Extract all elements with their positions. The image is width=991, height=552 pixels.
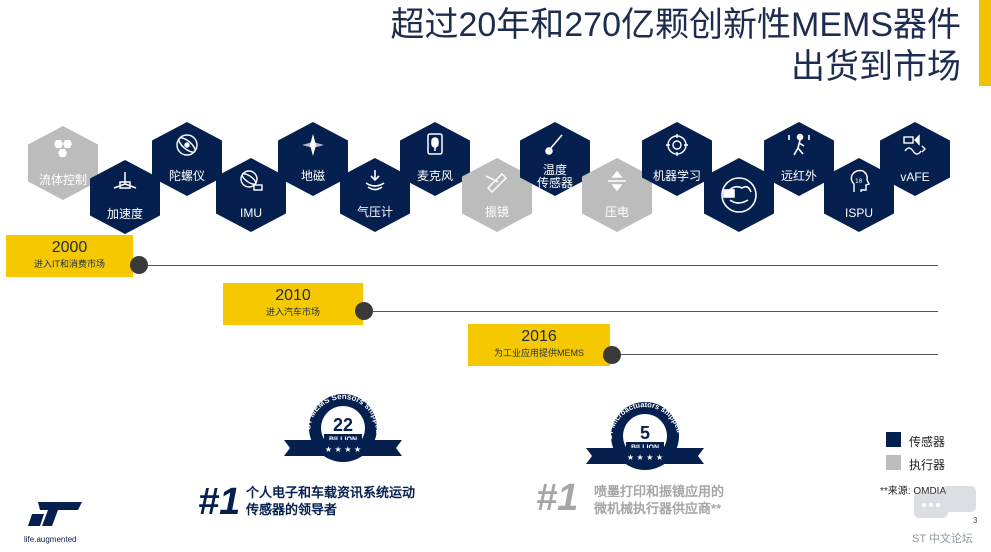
badge-stars: ★ ★ ★ ★ <box>325 445 361 454</box>
rank-desc-line: 个人电子和车载资讯系统运动 <box>246 485 416 500</box>
hex-label: 温度 传感器 <box>536 163 573 190</box>
legend-swatch-sensors <box>886 432 901 447</box>
rank-sensors-desc: 个人电子和车载资讯系统运动 传感器的领导者 <box>246 484 415 518</box>
milestone-2016: 2016 为工业应用提供MEMS <box>468 324 610 366</box>
hex-label: 远红外 <box>780 169 817 183</box>
milestone-year: 2000 <box>51 239 88 256</box>
hex-gyroscope: 陀螺仪 <box>152 122 222 196</box>
page-title: 超过20年和270亿颗创新性MEMS器件 出货到市场 <box>390 4 961 88</box>
title-line-1: 超过20年和270亿颗创新性MEMS器件 <box>390 6 961 44</box>
gyroscope-icon <box>176 134 198 156</box>
rank-sensors: #1 <box>198 481 241 523</box>
legend-label-sensors: 传感器 <box>909 435 946 449</box>
hex-label: 机器学习 <box>652 169 701 183</box>
hex-label: IMU <box>240 206 262 220</box>
hex-machine-learning: 机器学习 <box>642 122 712 196</box>
hex-barometer: 气压计 <box>340 158 410 232</box>
timeline-line-2000 <box>140 265 938 266</box>
rank-desc-line: 微机械执行器供应商** <box>594 501 722 516</box>
rank-actuators-desc: 喷墨打印和振镜应用的 微机械执行器供应商** <box>594 483 724 517</box>
microactuators-shipped-badge: ST Microactuators shipped 5 BILLION ★ ★ … <box>586 400 704 470</box>
milestone-2010: 2010 进入汽车市场 <box>223 283 363 325</box>
microphone-icon <box>427 133 443 155</box>
legend-swatch-actuators <box>886 455 901 470</box>
mirror-icon <box>485 173 507 193</box>
infrared-person-icon <box>788 133 810 156</box>
milestone-2000: 2000 进入IT和消费市场 <box>6 235 133 277</box>
hex-label: 加速度 <box>106 207 143 221</box>
hex-magnetometer: 地磁 <box>278 122 348 196</box>
hex-piezo: 压电 <box>582 158 652 232</box>
hex-label: vAFE <box>900 170 930 184</box>
hex-label: 流体控制 <box>38 173 87 187</box>
badge-number: 5 <box>640 423 650 443</box>
forum-watermark-text: ST 中文论坛 <box>912 533 973 545</box>
hex-accelerometer: 加速度 <box>90 160 160 234</box>
milestone-year: 2010 <box>275 287 311 304</box>
badge-stars: ★ ★ ★ ★ <box>627 453 663 462</box>
hex-label: 压电 <box>604 205 629 219</box>
rank-desc-line: 传感器的领导者 <box>246 502 338 517</box>
machine-learning-icon <box>666 134 688 156</box>
title-line-2: 出货到市场 <box>791 48 961 86</box>
rank-desc-line: 喷墨打印和振镜应用的 <box>594 484 725 499</box>
thermometer-icon <box>545 134 563 155</box>
milestone-desc: 为工业应用提供MEMS <box>493 348 584 358</box>
barometer-icon <box>365 170 385 191</box>
hex-vafe: vAFE <box>880 122 950 196</box>
svg-text:10: 10 <box>855 178 863 185</box>
magnetometer-icon <box>302 134 324 156</box>
forum-watermark-icon <box>914 486 976 518</box>
accelerometer-icon <box>113 172 137 189</box>
piezo-icon <box>608 170 626 192</box>
hex-label: 振镜 <box>484 205 509 219</box>
hex-fluid-control: 流体控制 <box>28 126 98 200</box>
brain-chip-icon <box>721 177 757 213</box>
timeline-line-2016 <box>612 354 938 355</box>
milestone-desc: 进入汽车市场 <box>265 307 320 317</box>
st-logo-icon <box>28 502 82 526</box>
milestone-dot <box>603 346 621 364</box>
hex-label: ISPU <box>844 206 873 220</box>
badge-number: 22 <box>333 415 353 435</box>
hex-label: 地磁 <box>300 169 325 183</box>
timeline-line-2010 <box>364 311 938 312</box>
accent-bar <box>979 0 991 86</box>
milestone-dot <box>355 302 373 320</box>
hex-label: 气压计 <box>356 205 393 219</box>
hex-imu: IMU <box>216 158 286 232</box>
logo-tagline: life.augmented <box>24 535 77 544</box>
milestone-dot <box>130 256 148 274</box>
page-number: 3 <box>973 516 978 525</box>
sensors-shipped-badge: ST MEMS Sensors shipped 22 BILLION ★ ★ ★… <box>284 392 402 462</box>
rank-actuators: #1 <box>536 477 579 519</box>
hex-temperature-sensor: 温度 传感器 <box>520 122 590 196</box>
hex-brain-chip <box>704 158 774 232</box>
vafe-icon <box>903 134 926 155</box>
milestone-year: 2016 <box>521 328 557 345</box>
legend-label-actuators: 执行器 <box>909 458 946 472</box>
ispu-head-icon: 10 <box>850 169 870 192</box>
hex-microphone: 麦克风 <box>400 122 470 196</box>
source-note: **来源: OMDIA <box>880 486 947 497</box>
imu-icon <box>240 170 263 191</box>
hex-label: 麦克风 <box>416 169 453 183</box>
fluid-control-icon <box>54 140 72 157</box>
milestone-desc: 进入IT和消费市场 <box>34 259 105 269</box>
hex-far-infrared: 远红外 <box>764 122 834 196</box>
hex-label: 陀螺仪 <box>168 169 205 183</box>
